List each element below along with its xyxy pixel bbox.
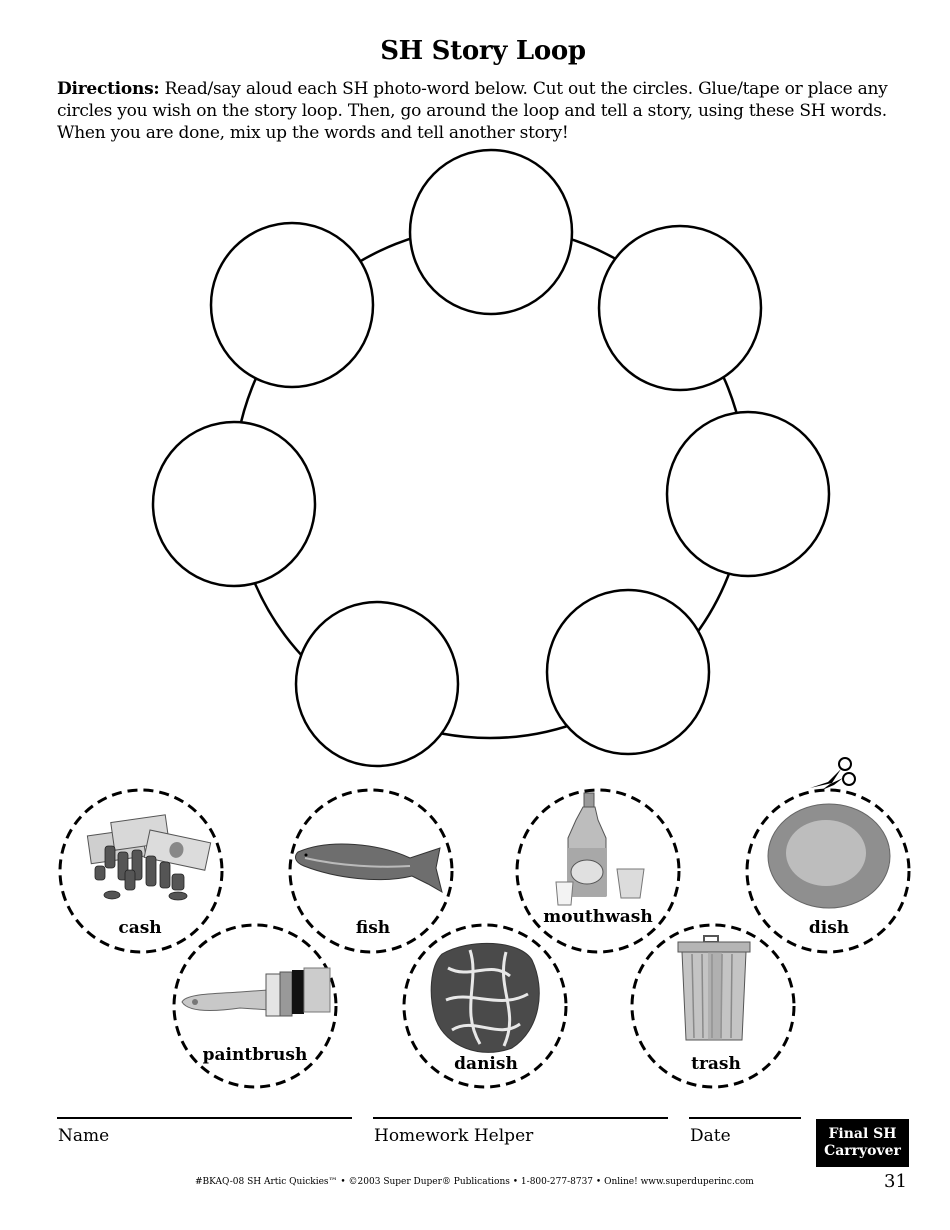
directions: Directions: Read/say aloud each SH photo…: [57, 78, 907, 144]
loop-slot-6[interactable]: [151, 420, 317, 588]
final-carryover-badge: Final SH Carryover: [816, 1119, 909, 1167]
card-fish[interactable]: [288, 788, 454, 954]
homework-helper-label: Homework Helper: [374, 1126, 534, 1146]
story-loop: [151, 148, 831, 768]
footer-credits: #BKAQ-08 SH Artic Quickies™ • ©2003 Supe…: [195, 1177, 754, 1187]
date-label: Date: [690, 1126, 731, 1146]
homework-helper-line[interactable]: [373, 1117, 668, 1119]
word-cards: [58, 757, 911, 1089]
loop-slot-1[interactable]: [408, 148, 574, 316]
word-label-trash: trash: [691, 1054, 741, 1074]
directions-label: Directions:: [57, 79, 160, 99]
fish-image: [295, 843, 443, 894]
loop-slot-7[interactable]: [209, 221, 375, 389]
badge-line-1: Final SH: [828, 1126, 897, 1142]
mouthwash-image: [555, 792, 645, 906]
loop-slot-4[interactable]: [545, 588, 711, 756]
danish-image: [430, 942, 540, 1053]
loop-slot-5[interactable]: [294, 600, 460, 768]
card-trash[interactable]: [630, 923, 796, 1089]
page-number: 31: [884, 1171, 907, 1192]
loop-slot-3[interactable]: [665, 410, 831, 578]
date-line[interactable]: [689, 1117, 801, 1119]
name-label: Name: [58, 1126, 110, 1146]
trash-image: [677, 935, 751, 1041]
cash-image: [86, 814, 212, 901]
card-mouthwash[interactable]: [515, 788, 681, 954]
badge-line-2: Carryover: [824, 1143, 901, 1159]
word-label-mouthwash: mouthwash: [543, 907, 653, 927]
card-dish[interactable]: [745, 788, 911, 954]
word-label-dish: dish: [808, 918, 850, 938]
card-danish[interactable]: [402, 923, 568, 1089]
dish-image: [767, 803, 891, 909]
directions-text: Read/say aloud each SH photo-word below.…: [57, 79, 888, 143]
word-label-cash: cash: [118, 918, 162, 938]
scissors-icon: [810, 757, 856, 790]
word-label-danish: danish: [454, 1054, 518, 1074]
card-paintbrush[interactable]: [172, 923, 338, 1089]
word-label-paintbrush: paintbrush: [202, 1045, 308, 1065]
paintbrush-image: [181, 967, 331, 1017]
name-line[interactable]: [57, 1117, 352, 1119]
word-label-fish: fish: [355, 918, 391, 938]
page-title: SH Story Loop: [380, 36, 586, 66]
card-cash[interactable]: [58, 788, 224, 954]
loop-slot-2[interactable]: [597, 224, 763, 392]
